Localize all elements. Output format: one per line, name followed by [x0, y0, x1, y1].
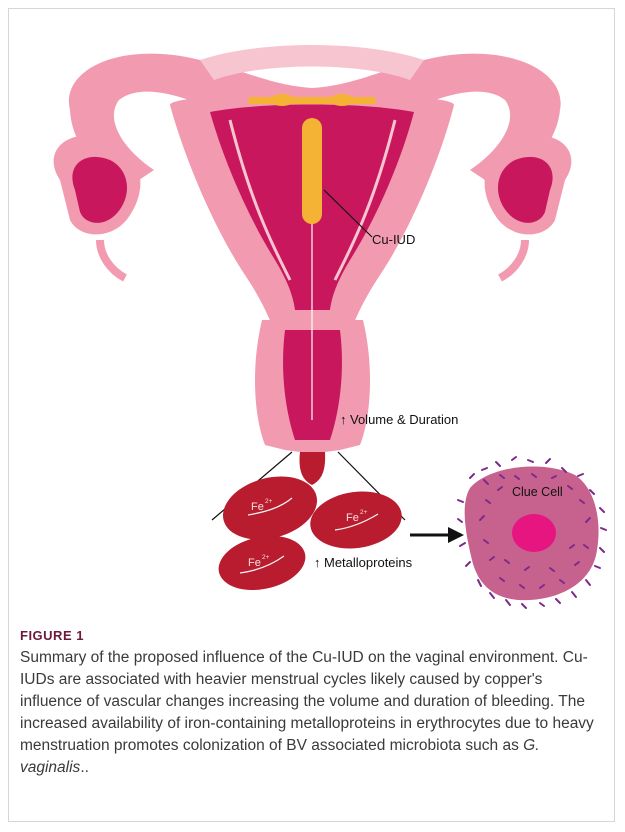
uterus-diagram: Cu-IUD ↑ Volume & Duration Fe 2+ Fe 2+ F… — [0, 0, 625, 620]
iron-charge: 2+ — [262, 554, 270, 561]
colonization-arrow — [410, 527, 464, 543]
metalloproteins-label: Metalloproteins — [324, 555, 413, 570]
cu-iud-label: Cu-IUD — [372, 232, 415, 247]
clue-cell: Clue Cell — [458, 457, 606, 608]
volume-up-arrow: ↑ — [340, 412, 347, 427]
iron-label: Fe — [251, 501, 264, 513]
iron-charge: 2+ — [265, 498, 273, 505]
iron-charge: 2+ — [360, 509, 368, 516]
erythrocyte-2: Fe 2+ — [307, 486, 406, 554]
caption-main-text: Summary of the proposed influence of the… — [20, 649, 594, 754]
clue-cell-label: Clue Cell — [512, 485, 563, 499]
volume-duration-label: Volume & Duration — [350, 412, 458, 427]
right-ovary — [485, 136, 572, 278]
metalloproteins-up-arrow: ↑ — [314, 555, 321, 570]
iron-label: Fe — [248, 557, 261, 569]
left-ovary — [54, 136, 141, 278]
clue-cell-nucleus — [512, 514, 556, 552]
iron-label: Fe — [346, 512, 359, 524]
erythrocyte-3: Fe 2+ — [214, 528, 311, 597]
figure-caption: Summary of the proposed influence of the… — [20, 647, 605, 779]
caption-end: .. — [80, 759, 89, 776]
figure-label: FIGURE 1 — [20, 628, 84, 643]
